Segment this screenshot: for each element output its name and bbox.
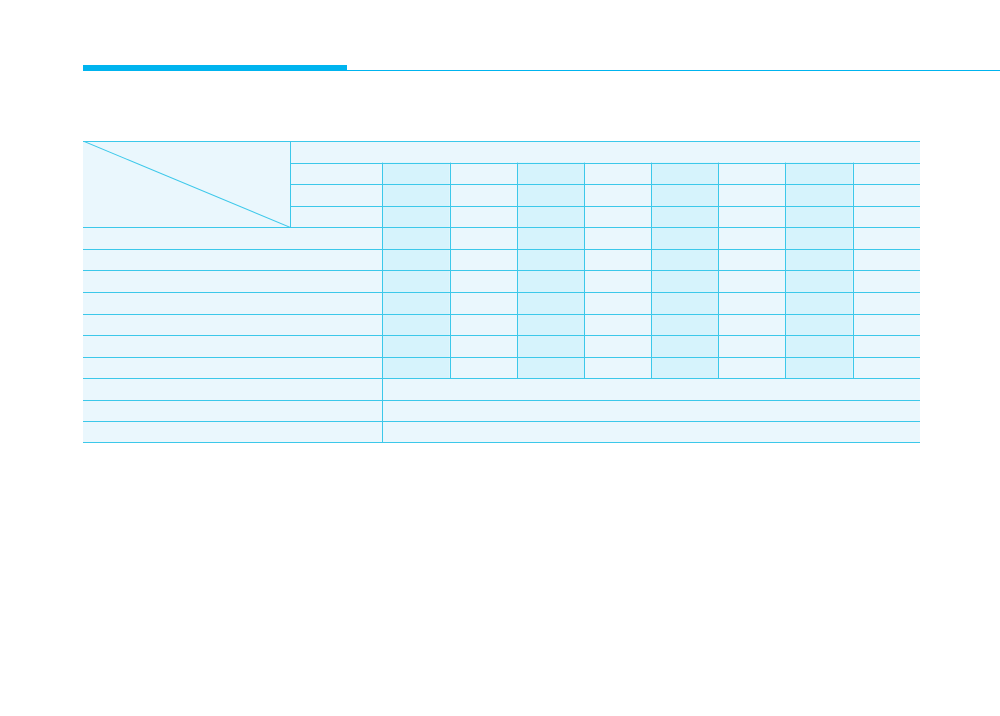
header-accent-bar — [83, 65, 347, 71]
spec-table — [83, 141, 920, 443]
header-rule — [347, 70, 1000, 71]
spec-table-grid — [83, 141, 920, 443]
corner-diagonal — [83, 141, 291, 228]
